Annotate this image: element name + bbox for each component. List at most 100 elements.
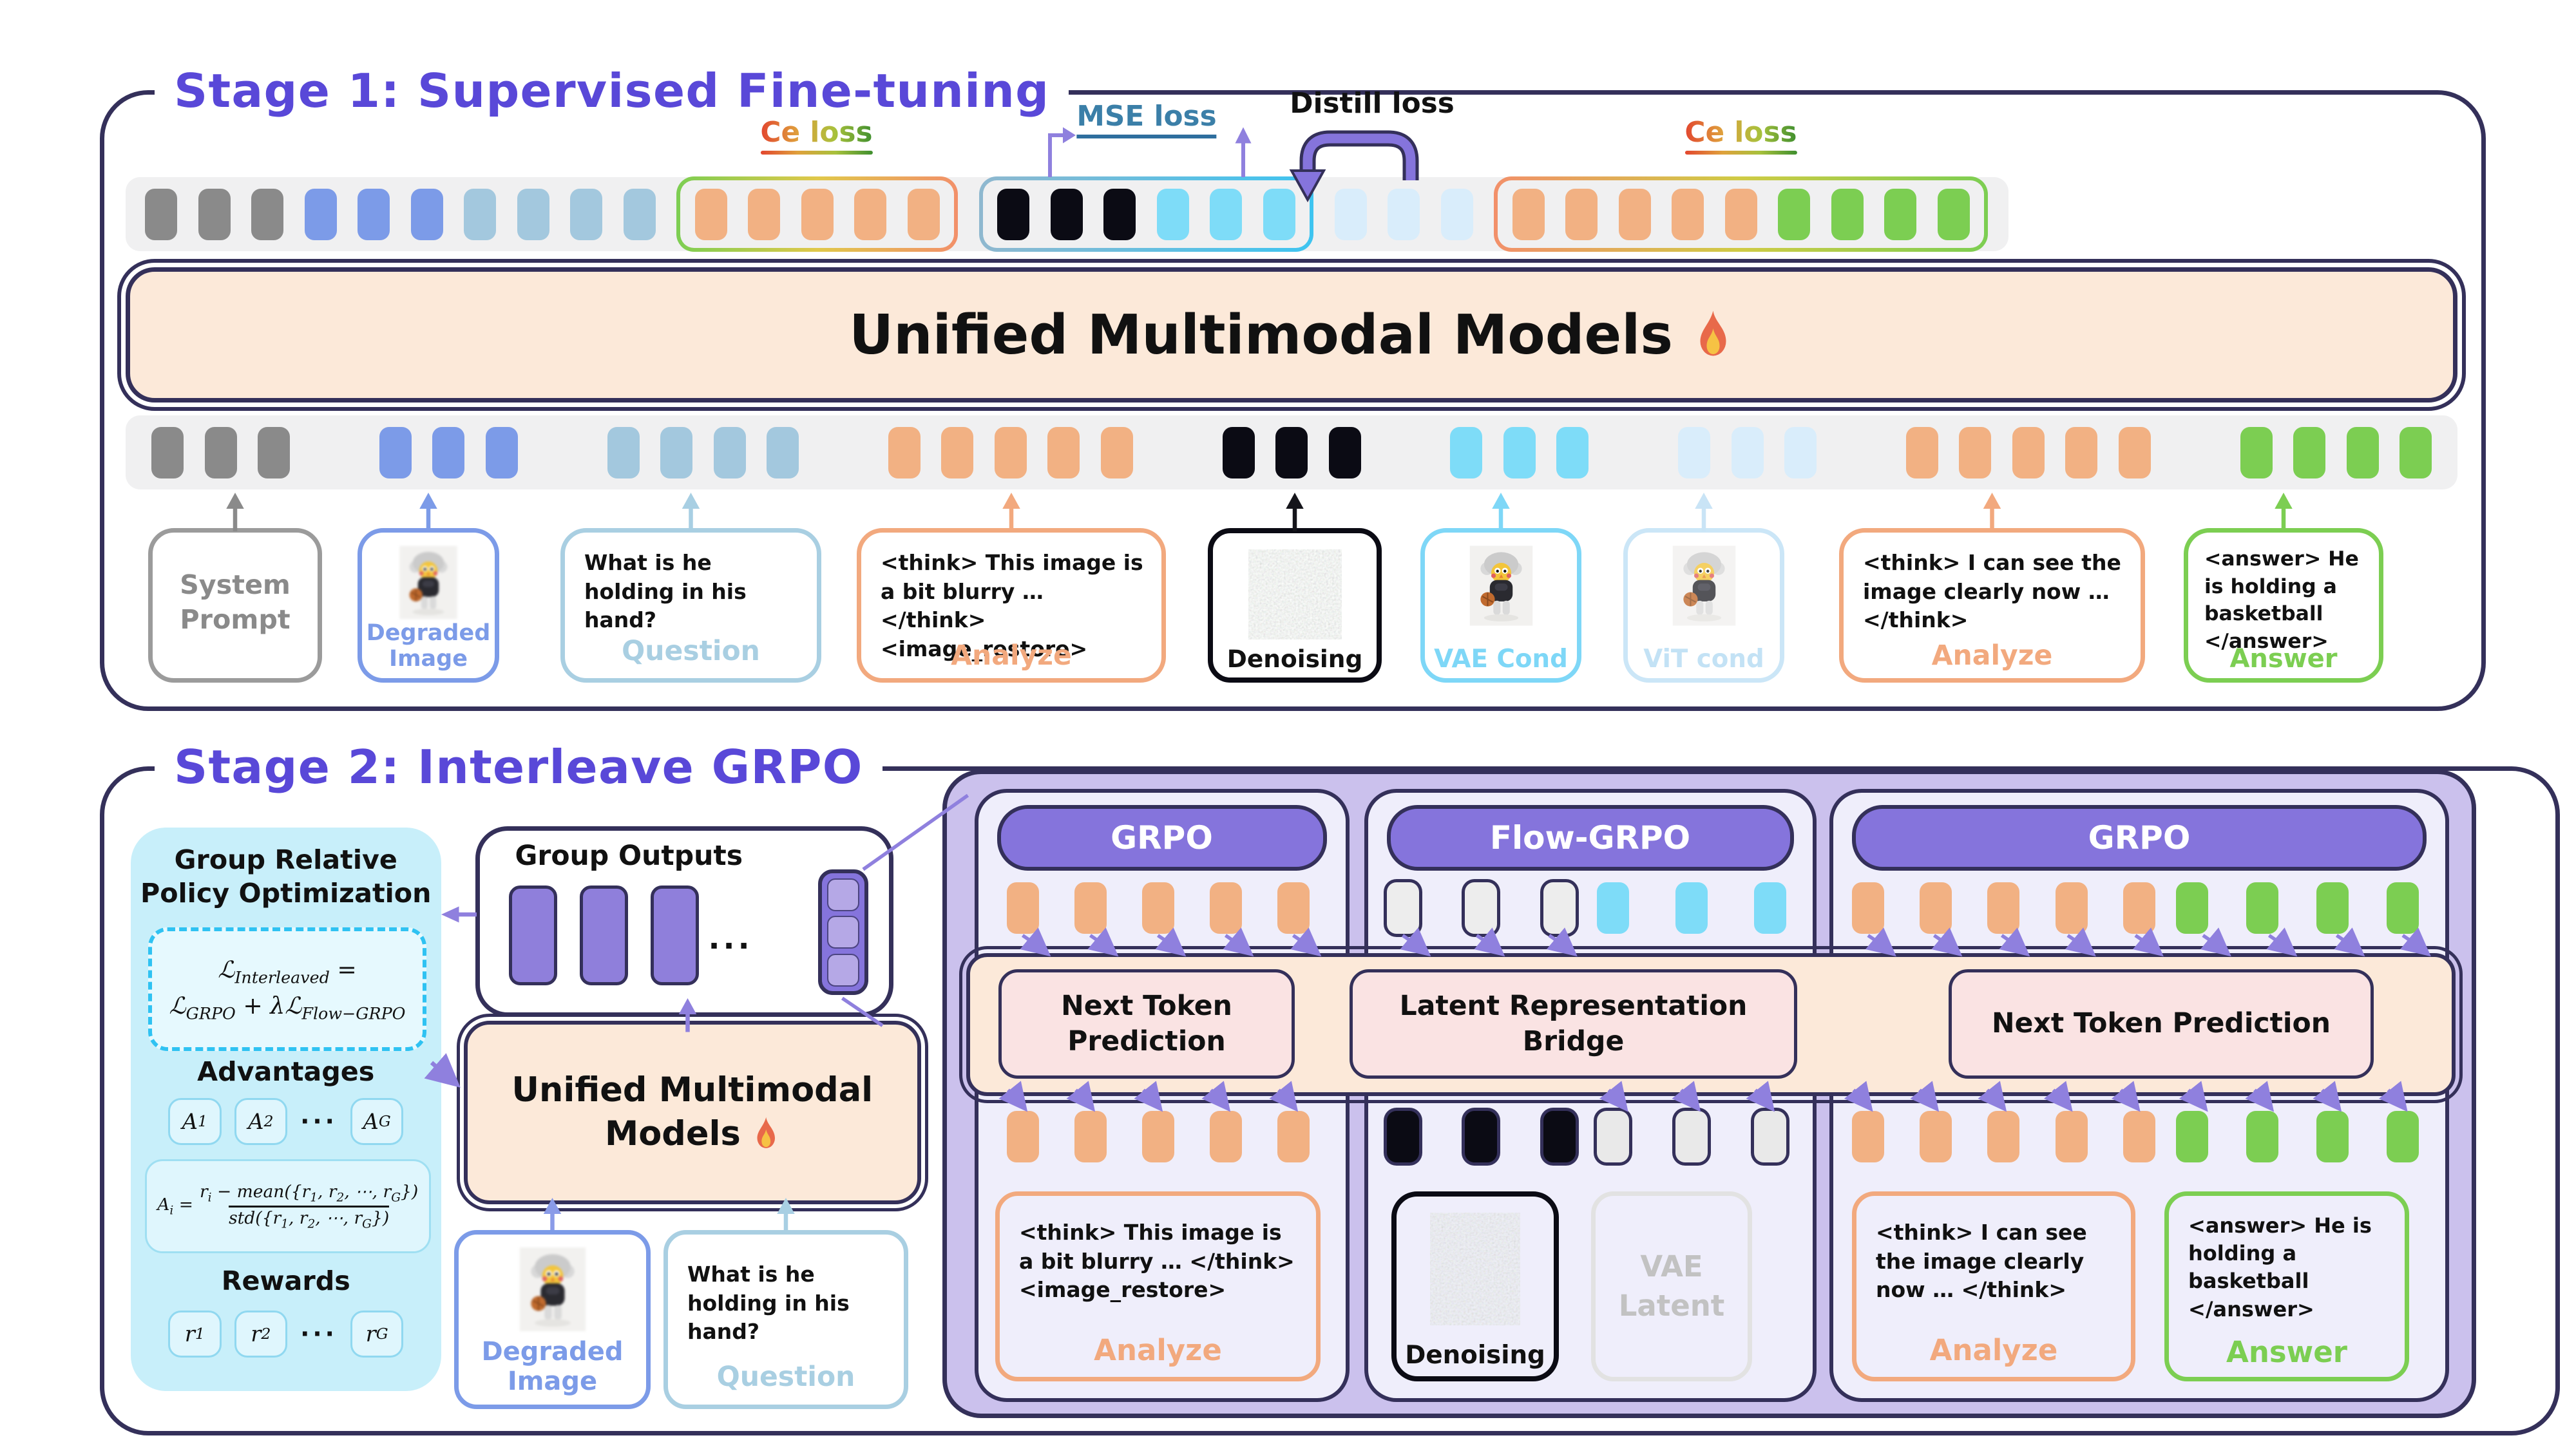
token bbox=[198, 188, 231, 240]
token bbox=[1905, 426, 1938, 478]
token-group bbox=[1222, 426, 1361, 478]
analyze-label: Analyze bbox=[1931, 640, 2053, 672]
grpo-math-panel: Group Relative Policy Optimization ℒInte… bbox=[130, 828, 441, 1391]
vae-cond-box: VAE Cond bbox=[1420, 528, 1581, 683]
token bbox=[1263, 188, 1295, 240]
group-output-bar bbox=[508, 885, 557, 985]
token-group bbox=[694, 188, 940, 240]
token bbox=[1565, 188, 1598, 240]
token-group bbox=[1778, 188, 1970, 240]
token-group bbox=[1596, 1111, 1786, 1162]
analyze-box-1: <think> This image is a bit blurry … </t… bbox=[857, 528, 1166, 683]
image-restore-tag: <image_restore> bbox=[1019, 1277, 1226, 1303]
vae-cond-label: VAE Cond bbox=[1434, 644, 1568, 674]
ellipsis: ··· bbox=[300, 1320, 338, 1349]
latent-representation-bridge-box: Latent Representation Bridge bbox=[1350, 969, 1797, 1079]
token bbox=[251, 188, 283, 240]
system-prompt-box: System Prompt bbox=[148, 528, 322, 683]
stage1-target-token-bar bbox=[126, 177, 2008, 251]
token bbox=[1386, 1111, 1419, 1162]
token bbox=[1920, 882, 1952, 934]
token bbox=[2176, 882, 2209, 934]
token bbox=[854, 188, 886, 240]
robot-image bbox=[1425, 545, 1577, 626]
token bbox=[1784, 426, 1817, 478]
token bbox=[1440, 188, 1473, 240]
token bbox=[1959, 426, 1992, 478]
token bbox=[2246, 1111, 2279, 1162]
token bbox=[607, 426, 640, 478]
token bbox=[748, 188, 780, 240]
token bbox=[1678, 426, 1710, 478]
token bbox=[888, 426, 921, 478]
token bbox=[304, 188, 337, 240]
token bbox=[713, 426, 746, 478]
token bbox=[464, 188, 496, 240]
token bbox=[1277, 882, 1310, 934]
token-group bbox=[1596, 882, 1786, 934]
token bbox=[258, 426, 290, 478]
question-text: What is he holding in his hand? bbox=[584, 550, 747, 633]
analyze-think-text: <think> This image is a bit blurry … </t… bbox=[881, 550, 1143, 633]
token-group bbox=[1450, 426, 1589, 478]
noise-image bbox=[1213, 549, 1377, 639]
token bbox=[2387, 882, 2419, 934]
token bbox=[1141, 1111, 1174, 1162]
stage1-title: Stage 1: Supervised Fine-tuning bbox=[155, 64, 1069, 118]
group-outputs-box: Group Outputs ... bbox=[475, 826, 893, 1017]
analyze-label: Analyze bbox=[951, 640, 1072, 672]
token bbox=[1987, 882, 2020, 934]
distill-loss-label: Distill loss bbox=[1290, 87, 1455, 120]
token bbox=[1675, 1111, 1708, 1162]
token-group bbox=[1006, 882, 1310, 934]
ellipsis: ··· bbox=[300, 1107, 338, 1136]
system-prompt-text: System bbox=[180, 569, 291, 600]
token-group bbox=[2240, 426, 2432, 478]
formula-numerator: ri − mean({r1, r2, ⋯, rG}) bbox=[200, 1182, 419, 1205]
p3-output-tokens bbox=[1852, 882, 2419, 934]
group-output-bar bbox=[579, 885, 628, 985]
token-group bbox=[1852, 1111, 2155, 1162]
p2-input-tokens bbox=[1386, 1111, 1786, 1162]
vit-cond-tokens bbox=[1334, 188, 1473, 240]
p2-output-tokens bbox=[1386, 882, 1786, 934]
token bbox=[2246, 882, 2279, 934]
analyze-think-text: <think> I can see the image clearly now … bbox=[1863, 550, 2121, 633]
token bbox=[1209, 882, 1242, 934]
group-outputs-title: Group Outputs bbox=[515, 840, 743, 872]
token bbox=[2316, 882, 2349, 934]
degraded-image-label: Degraded Image bbox=[366, 620, 491, 672]
token-group bbox=[145, 188, 283, 240]
token-group bbox=[2176, 1111, 2419, 1162]
denoising-box: Denoising bbox=[1208, 528, 1382, 683]
token bbox=[1074, 1111, 1107, 1162]
token bbox=[1103, 188, 1136, 240]
token bbox=[1503, 426, 1536, 478]
token bbox=[1831, 188, 1864, 240]
token bbox=[1388, 188, 1420, 240]
vit-cond-label: ViT cond bbox=[1643, 644, 1764, 674]
p1-input-tokens bbox=[1006, 1111, 1310, 1162]
question-box-2: What is he holding in his hand? Question bbox=[663, 1230, 908, 1409]
token-group bbox=[464, 188, 656, 240]
mse-loss-token-box bbox=[979, 176, 1314, 252]
stage2-title: Stage 2: Interleave GRPO bbox=[155, 741, 883, 795]
token bbox=[1556, 426, 1589, 478]
token bbox=[1465, 1111, 1498, 1162]
token bbox=[801, 188, 834, 240]
token bbox=[1210, 188, 1242, 240]
token bbox=[1386, 882, 1419, 934]
token bbox=[694, 188, 727, 240]
degraded-image-label: Degraded Image bbox=[481, 1337, 624, 1396]
token bbox=[1074, 882, 1107, 934]
token bbox=[1512, 188, 1545, 240]
token bbox=[2399, 426, 2432, 478]
token bbox=[1596, 882, 1629, 934]
answer-box-s2: <answer> He is holding a basketball </an… bbox=[2164, 1191, 2409, 1381]
ce-loss-underline bbox=[1684, 150, 1797, 155]
group-output-segment bbox=[826, 878, 859, 911]
token bbox=[2346, 426, 2379, 478]
token bbox=[1006, 882, 1039, 934]
